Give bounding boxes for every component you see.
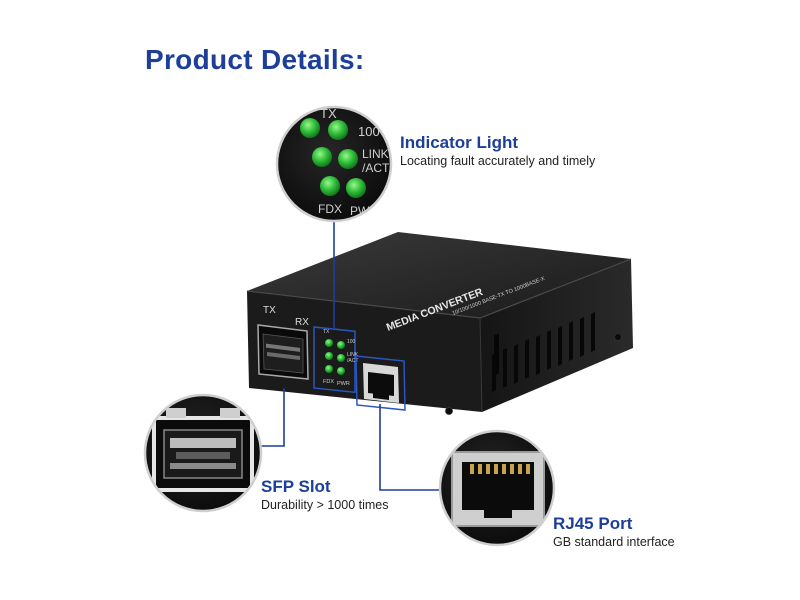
front-led-label-100: 100 xyxy=(347,339,356,345)
front-led-2 xyxy=(337,341,345,349)
zoom-led-6 xyxy=(346,178,366,198)
port-tx-label: TX xyxy=(263,305,276,316)
front-led-1 xyxy=(325,339,333,347)
zoom-led-3 xyxy=(312,147,332,167)
zoom-led-label-act: /ACT xyxy=(362,161,390,175)
front-led-group xyxy=(325,339,345,375)
sfp-zoom-circle xyxy=(143,393,263,513)
front-led-6 xyxy=(337,367,345,375)
rj45-port xyxy=(355,355,406,411)
front-led-label-act: /ACT xyxy=(347,358,358,364)
front-led-label-fdx: FDX xyxy=(323,379,334,385)
zoom-led-1 xyxy=(300,118,320,138)
page-title: Product Details: xyxy=(145,44,365,75)
rj45-zoom-circle xyxy=(438,429,556,547)
rj45-port-title: RJ45 Port xyxy=(553,514,633,533)
zoom-led-4 xyxy=(338,149,358,169)
zoom-led-label-link: LINK xyxy=(362,147,389,161)
front-led-label-pwr: PWR xyxy=(337,381,350,387)
zoom-led-2 xyxy=(328,120,348,140)
sfp-slot-subtitle: Durability > 1000 times xyxy=(261,498,389,512)
callout-connectors xyxy=(260,221,440,491)
sfp-port xyxy=(257,324,309,380)
rj45-port-subtitle: GB standard interface xyxy=(553,535,675,549)
media-converter-device: MEDIA CONVERTER 10/100/1000 BASE-TX TO 1… xyxy=(246,232,633,415)
indicator-light-title: Indicator Light xyxy=(400,133,519,152)
front-led-5 xyxy=(325,365,333,373)
indicator-zoom-circle: TX 100 LINK /ACT FDX PWR xyxy=(275,105,393,223)
zoom-led-5 xyxy=(320,176,340,196)
front-led-label-link: LINK xyxy=(347,352,359,358)
zoom-led-label-fdx: FDX xyxy=(318,202,342,216)
front-led-label-tx: TX xyxy=(323,329,330,335)
port-rx-label: RX xyxy=(295,317,309,328)
front-led-3 xyxy=(325,352,333,360)
zoom-led-label-tx: TX xyxy=(320,106,337,121)
indicator-light-subtitle: Locating fault accurately and timely xyxy=(400,154,596,168)
zoom-led-label-100: 100 xyxy=(358,124,380,139)
front-led-4 xyxy=(337,354,345,362)
sfp-slot-title: SFP Slot xyxy=(261,477,331,496)
